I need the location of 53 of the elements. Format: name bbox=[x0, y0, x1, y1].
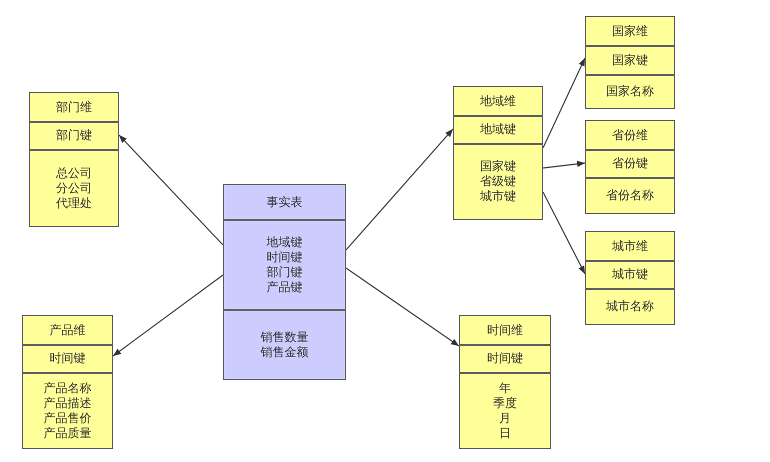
field-label: 国家键 bbox=[480, 159, 516, 174]
field-label: 地域键 bbox=[480, 122, 516, 138]
field-label: 季度 bbox=[493, 396, 517, 411]
field-label: 产品售价 bbox=[44, 410, 92, 426]
field-label: 省级键 bbox=[480, 174, 516, 190]
arrow bbox=[542, 58, 586, 148]
field-label: 总公司 bbox=[56, 166, 92, 181]
field-label: 时间键 bbox=[266, 250, 302, 265]
table-title: 部门维 bbox=[56, 100, 92, 114]
table-title: 省份维 bbox=[612, 128, 648, 142]
arrow bbox=[118, 134, 224, 246]
field-label: 销售金额 bbox=[260, 344, 308, 360]
field-label: 年 bbox=[499, 380, 511, 396]
arrow bbox=[542, 192, 586, 274]
field-label: 省份键 bbox=[612, 156, 648, 172]
field-label: 时间键 bbox=[487, 351, 523, 366]
arrow bbox=[542, 160, 586, 169]
fact-table bbox=[223, 184, 346, 380]
field-label: 部门键 bbox=[56, 128, 92, 144]
field-label: 产品名称 bbox=[44, 380, 92, 396]
field-label: 产品质量 bbox=[44, 426, 92, 441]
field-label: 销售数量 bbox=[260, 330, 308, 345]
table-title: 产品维 bbox=[50, 322, 86, 338]
table-title: 国家维 bbox=[612, 24, 648, 38]
field-label: 部门键 bbox=[266, 264, 302, 280]
dimension-table bbox=[22, 315, 113, 449]
field-label: 省份名称 bbox=[606, 188, 654, 204]
dimension-table bbox=[585, 231, 675, 325]
arrow bbox=[112, 274, 224, 356]
arrow bbox=[346, 268, 460, 346]
table-title: 事实表 bbox=[266, 194, 302, 210]
table-title: 地域维 bbox=[480, 94, 516, 108]
field-label: 产品键 bbox=[266, 280, 302, 295]
field-label: 城市键 bbox=[612, 267, 648, 282]
table-title: 城市维 bbox=[612, 238, 648, 254]
field-label: 城市键 bbox=[480, 189, 516, 204]
table-title: 时间维 bbox=[487, 322, 523, 338]
dimension-table bbox=[453, 86, 543, 220]
field-label: 日 bbox=[499, 426, 511, 441]
field-label: 国家键 bbox=[612, 52, 648, 68]
field-label: 产品描述 bbox=[44, 396, 92, 411]
field-label: 城市名称 bbox=[606, 299, 654, 314]
arrow bbox=[346, 128, 454, 250]
dimension-table bbox=[585, 16, 675, 109]
dimension-table bbox=[29, 92, 119, 227]
dimension-table bbox=[585, 120, 675, 214]
dimension-table bbox=[459, 315, 551, 449]
field-label: 月 bbox=[499, 410, 511, 426]
field-label: 代理处 bbox=[56, 196, 92, 211]
field-label: 地域键 bbox=[266, 234, 302, 250]
field-label: 分公司 bbox=[56, 180, 92, 196]
field-label: 国家名称 bbox=[606, 84, 654, 100]
field-label: 时间键 bbox=[50, 351, 86, 366]
